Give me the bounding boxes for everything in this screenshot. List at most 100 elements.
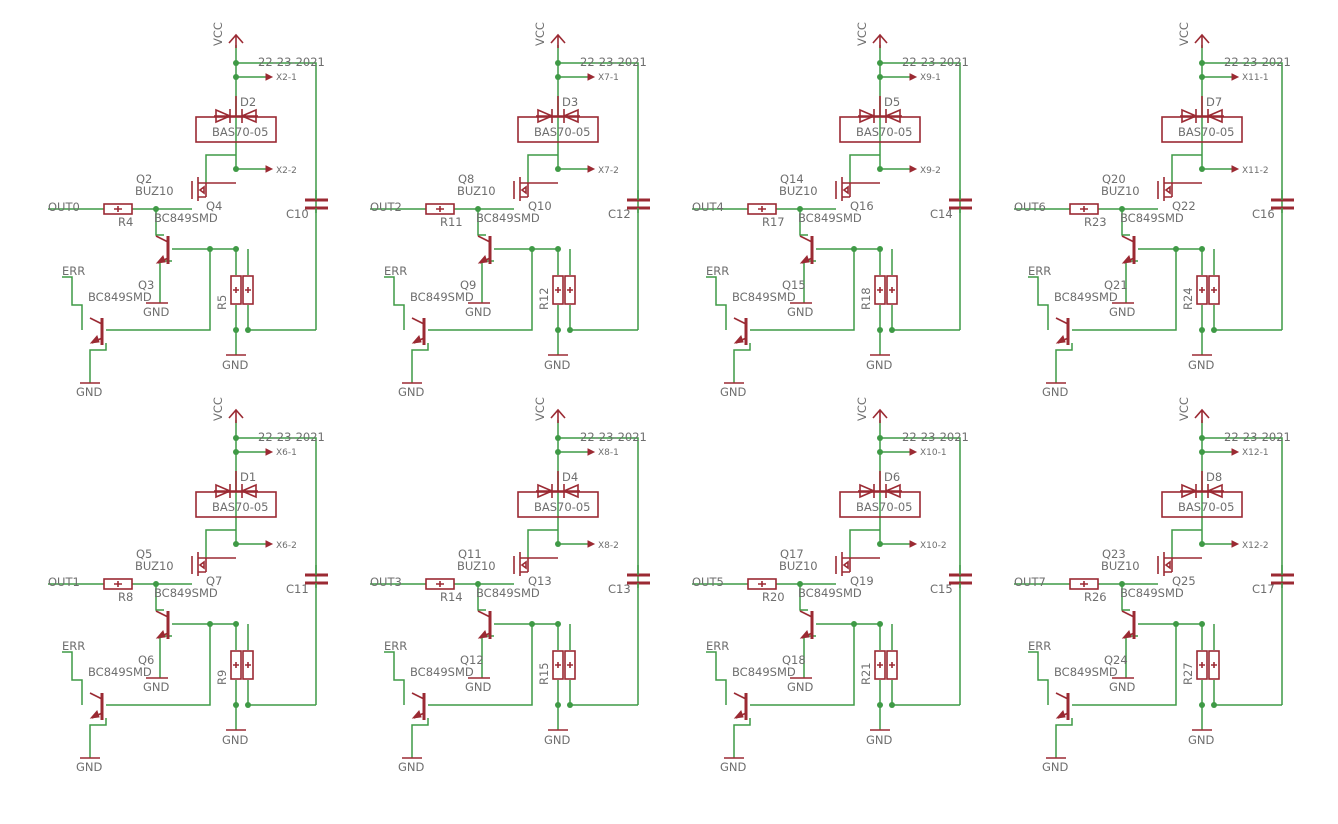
dual-diode-icon — [536, 471, 580, 499]
driver-cell: VCC22-23-2021X11-1X11-2D7BAS70-05Q20BUZ1… — [1014, 22, 1294, 399]
bjt-emitter-arrow-icon — [1055, 335, 1066, 344]
bjt-err-part-label: BC849SMD — [732, 290, 796, 304]
mosfet-part-label: BUZ10 — [1101, 559, 1140, 573]
diode-body — [517, 116, 599, 143]
ground-label: GND — [787, 680, 814, 694]
diode-part-label: BAS70-05 — [1178, 125, 1234, 139]
diode-ref-label: D5 — [884, 95, 900, 109]
junction-dot — [233, 327, 239, 333]
junction-dot — [877, 246, 883, 252]
capacitor-ref-label: C11 — [286, 582, 309, 596]
junction-dot — [233, 246, 239, 252]
side-resistor-ref-label: R5 — [215, 295, 229, 310]
input-resistor — [425, 203, 455, 215]
vcc-label: VCC — [211, 397, 225, 421]
err-net-label: ERR — [706, 639, 729, 653]
connector-part-label: 22-23-2021 — [1224, 430, 1291, 444]
junction-dot — [1199, 246, 1205, 252]
junction-dot — [555, 74, 561, 80]
bjt-drive-ref-label: Q22 — [1172, 199, 1196, 213]
mosfet-part-label: BUZ10 — [1101, 184, 1140, 198]
resistor-mark-icon — [114, 206, 122, 212]
dual-diode-icon — [1180, 96, 1224, 124]
resistor-mark-icon — [436, 206, 444, 212]
input-resistor-ref-label: R4 — [118, 215, 133, 229]
junction-dot — [1119, 206, 1125, 212]
bjt-drive-part-label: BC849SMD — [154, 586, 218, 600]
connector-pin-2-label: X7-2 — [598, 166, 619, 176]
input-resistor — [1069, 203, 1099, 215]
junction-dot — [1211, 702, 1217, 708]
connector-pin-icon — [909, 448, 918, 456]
err-net-label: ERR — [384, 639, 407, 653]
connector-pin-1-label: X9-1 — [920, 73, 941, 83]
vcc-label: VCC — [855, 397, 869, 421]
output-resistor-b — [242, 650, 254, 680]
vcc-arrow-icon — [550, 408, 566, 423]
bjt-emitter-arrow-icon — [733, 710, 744, 719]
connector-pin-icon — [1231, 73, 1240, 81]
ground-label: GND — [398, 385, 425, 399]
dual-diode-icon — [1180, 471, 1224, 499]
connector-pin-icon — [587, 73, 596, 81]
ground-label: GND — [1042, 385, 1069, 399]
bjt-emitter-arrow-icon — [411, 710, 422, 719]
mosfet-icon — [835, 177, 880, 201]
driver-cell: VCC22-23-2021X12-1X12-2D8BAS70-05Q23BUZ1… — [1014, 397, 1294, 774]
bjt-err-part-label: BC849SMD — [410, 290, 474, 304]
bjt-err-part-label: BC849SMD — [732, 665, 796, 679]
side-resistor-ref-label: R27 — [1181, 662, 1195, 685]
ground-label: GND — [222, 358, 249, 372]
connector-pin-icon — [909, 540, 918, 548]
vcc-label: VCC — [855, 22, 869, 46]
junction-dot — [555, 541, 561, 547]
connector-pin-1-label: X12-1 — [1242, 448, 1269, 458]
connector-pin-icon — [1231, 540, 1240, 548]
mosfet-icon — [1157, 552, 1202, 576]
bjt-emitter-arrow-icon — [733, 335, 744, 344]
bjt-drive-part-label: BC849SMD — [476, 211, 540, 225]
diode-body — [195, 116, 277, 143]
vcc-arrow-icon — [1194, 33, 1210, 48]
bjt-drive-ref-label: Q25 — [1172, 574, 1196, 588]
junction-dot — [889, 327, 895, 333]
junction-dot — [245, 327, 251, 333]
junction-dot — [529, 246, 535, 252]
output-net-label: OUT4 — [692, 200, 724, 214]
vcc-label: VCC — [211, 22, 225, 46]
output-resistor-a — [874, 275, 886, 305]
bjt-err-ref-label: Q3 — [138, 278, 154, 292]
vcc-arrow-icon — [1194, 408, 1210, 423]
junction-dot — [1199, 621, 1205, 627]
bjt-emitter-arrow-icon — [89, 335, 100, 344]
resistor-mark-icon — [114, 581, 122, 587]
output-resistor-b — [564, 650, 576, 680]
junction-dot — [851, 621, 857, 627]
mosfet-icon — [513, 177, 558, 201]
connector-pin-icon — [265, 73, 274, 81]
mosfet-icon — [513, 552, 558, 576]
input-resistor-ref-label: R14 — [440, 590, 463, 604]
bjt-err-ref-label: Q6 — [138, 653, 154, 667]
err-net-label: ERR — [1028, 639, 1051, 653]
bjt-err-ref-label: Q15 — [782, 278, 806, 292]
err-net-label: ERR — [706, 264, 729, 278]
connector-part-label: 22-23-2021 — [580, 430, 647, 444]
bjt-drive-ref-label: Q13 — [528, 574, 552, 588]
junction-dot — [233, 435, 239, 441]
resistor-mark-icon — [233, 287, 251, 293]
side-resistor-ref-label: R12 — [537, 287, 551, 310]
mosfet-part-label: BUZ10 — [779, 559, 818, 573]
output-resistor-b — [1208, 650, 1220, 680]
connector-pin-1-label: X11-1 — [1242, 73, 1269, 83]
mosfet-part-label: BUZ10 — [779, 184, 818, 198]
driver-cell: VCC22-23-2021X9-1X9-2D5BAS70-05Q14BUZ10O… — [692, 22, 972, 399]
ground-label: GND — [866, 733, 893, 747]
resistor-mark-icon — [436, 581, 444, 587]
bjt-emitter-arrow-icon — [89, 710, 100, 719]
connector-pin-2-label: X8-2 — [598, 541, 619, 551]
diode-ref-label: D4 — [562, 470, 578, 484]
ground-label: GND — [1109, 680, 1136, 694]
junction-dot — [555, 60, 561, 66]
connector-part-label: 22-23-2021 — [902, 55, 969, 69]
